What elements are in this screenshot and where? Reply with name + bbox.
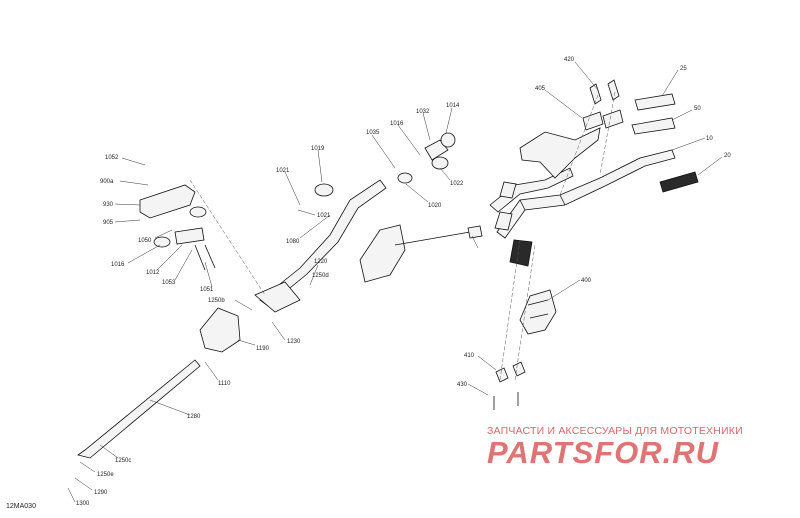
label-50: 50 [694, 106, 701, 112]
label-1016-b: 1016 [111, 262, 125, 268]
label-420: 420 [564, 57, 575, 63]
label-905: 905 [103, 220, 114, 226]
label-1016: 1016 [390, 121, 404, 127]
grip-left [494, 181, 533, 267]
label-1250c: 1250c [115, 458, 131, 464]
label-1014: 1014 [446, 103, 460, 109]
label-1021-a: 1021 [276, 168, 290, 174]
steering-arm-tierod [359, 224, 483, 283]
label-1019: 1019 [311, 146, 325, 152]
riser-bolts [493, 361, 526, 410]
label-1220: 1220 [314, 259, 328, 265]
label-900a: 900a [100, 179, 114, 185]
grip-right [659, 171, 699, 193]
label-1022: 1022 [450, 181, 464, 187]
label-10: 10 [706, 136, 713, 142]
label-1250d: 1250d [312, 273, 329, 279]
handlebar-pad [519, 127, 601, 179]
label-1020: 1020 [428, 203, 442, 209]
label-400: 400 [581, 278, 592, 284]
handlebar [489, 149, 676, 239]
bar-end-tubes [631, 93, 676, 135]
label-20: 20 [724, 153, 731, 159]
diagram-code: 12MA030 [6, 503, 36, 510]
dashed-axis-lines [189, 91, 616, 381]
bearing-support [139, 184, 216, 271]
steering-column [254, 179, 387, 313]
label-1190: 1190 [256, 346, 270, 352]
upper-bushing [314, 132, 456, 197]
label-1110: 1110 [218, 381, 231, 387]
label-1035: 1035 [366, 130, 380, 136]
label-1052: 1052 [105, 155, 119, 161]
label-1050: 1050 [138, 238, 152, 244]
leader-lines [67, 61, 723, 503]
label-1080: 1080 [286, 239, 300, 245]
label-1280: 1280 [187, 414, 201, 420]
label-405: 405 [535, 86, 546, 92]
label-1012: 1012 [146, 270, 160, 276]
label-1300: 1300 [76, 501, 90, 507]
riser-block [519, 289, 557, 335]
label-1051: 1051 [200, 287, 214, 293]
label-1230: 1230 [287, 339, 301, 345]
handlebar-clamp-top [582, 79, 624, 131]
label-410: 410 [464, 353, 475, 359]
label-1250b: 1250b [208, 298, 225, 304]
label-1053: 1053 [162, 280, 176, 286]
label-930: 930 [103, 202, 114, 208]
label-430: 430 [457, 382, 468, 388]
label-1021-b: 1021 [317, 213, 331, 219]
part-labels: 420 405 25 50 10 20 1014 1032 1016 1035 … [76, 57, 731, 507]
lower-shaft [77, 307, 241, 459]
watermark-tagline: ЗАПЧАСТИ И АКСЕССУАРЫ ДЛЯ МОТОТЕХНИКИ [487, 425, 743, 437]
label-25: 25 [680, 66, 687, 72]
watermark-logo: PARTSFOR.RU [487, 435, 720, 470]
label-1290: 1290 [94, 490, 108, 496]
label-1032: 1032 [416, 109, 430, 115]
label-1250e: 1250e [97, 472, 114, 478]
